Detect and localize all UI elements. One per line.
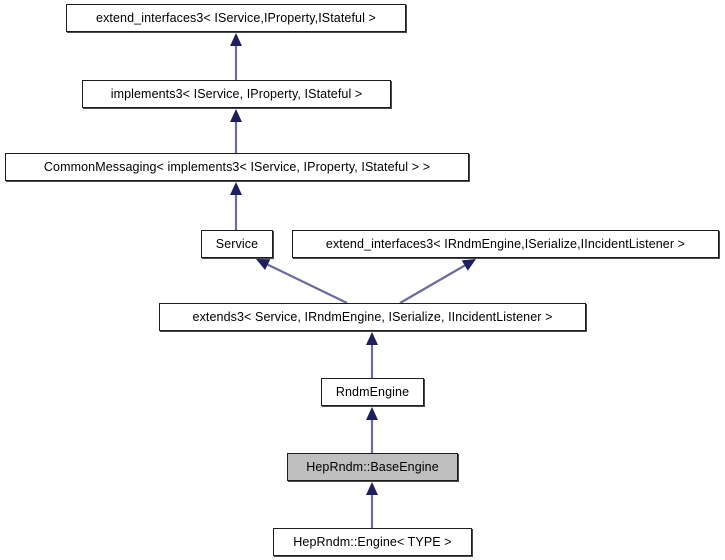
inheritance-edge-e4 [256, 259, 348, 304]
class-node-label: extend_interfaces3< IRndmEngine,ISeriali… [325, 236, 686, 251]
class-node-extends3[interactable]: extends3< Service, IRndmEngine, ISeriali… [159, 303, 586, 331]
class-node-label: extends3< Service, IRndmEngine, ISeriali… [192, 309, 553, 324]
class-node-heprndm_engine_type[interactable]: HepRndm::Engine< TYPE > [273, 528, 472, 556]
class-node-label: CommonMessaging< implements3< IService, … [43, 159, 431, 174]
inheritance-edge-e7 [366, 407, 378, 453]
class-node-label: implements3< IService, IProperty, IState… [110, 86, 363, 101]
inheritance-edge-e8 [366, 482, 378, 528]
inheritance-edge-e2 [230, 109, 242, 153]
class-node-label: Service [215, 236, 259, 251]
class-node-label: HepRndm::Engine< TYPE > [293, 534, 452, 549]
class-node-common_messaging[interactable]: CommonMessaging< implements3< IService, … [5, 153, 469, 181]
class-node-extend_interfaces3_service[interactable]: extend_interfaces3< IService,IProperty,I… [66, 4, 406, 32]
inheritance-edge-e5 [399, 259, 476, 304]
class-node-rndm_engine[interactable]: RndmEngine [321, 378, 424, 406]
class-node-implements3_service[interactable]: implements3< IService, IProperty, IState… [82, 80, 391, 108]
inheritance-edge-e1 [230, 33, 242, 80]
class-node-label: HepRndm::BaseEngine [306, 459, 439, 474]
class-node-heprndm_baseengine[interactable]: HepRndm::BaseEngine [287, 453, 458, 481]
class-node-label: extend_interfaces3< IService,IProperty,I… [96, 10, 376, 25]
class-node-label: RndmEngine [335, 384, 410, 399]
class-node-extend_interfaces3_rndm[interactable]: extend_interfaces3< IRndmEngine,ISeriali… [292, 230, 719, 258]
inheritance-edge-e6 [366, 332, 378, 378]
inheritance-edge-e3 [230, 182, 242, 230]
class-node-service[interactable]: Service [201, 230, 273, 258]
